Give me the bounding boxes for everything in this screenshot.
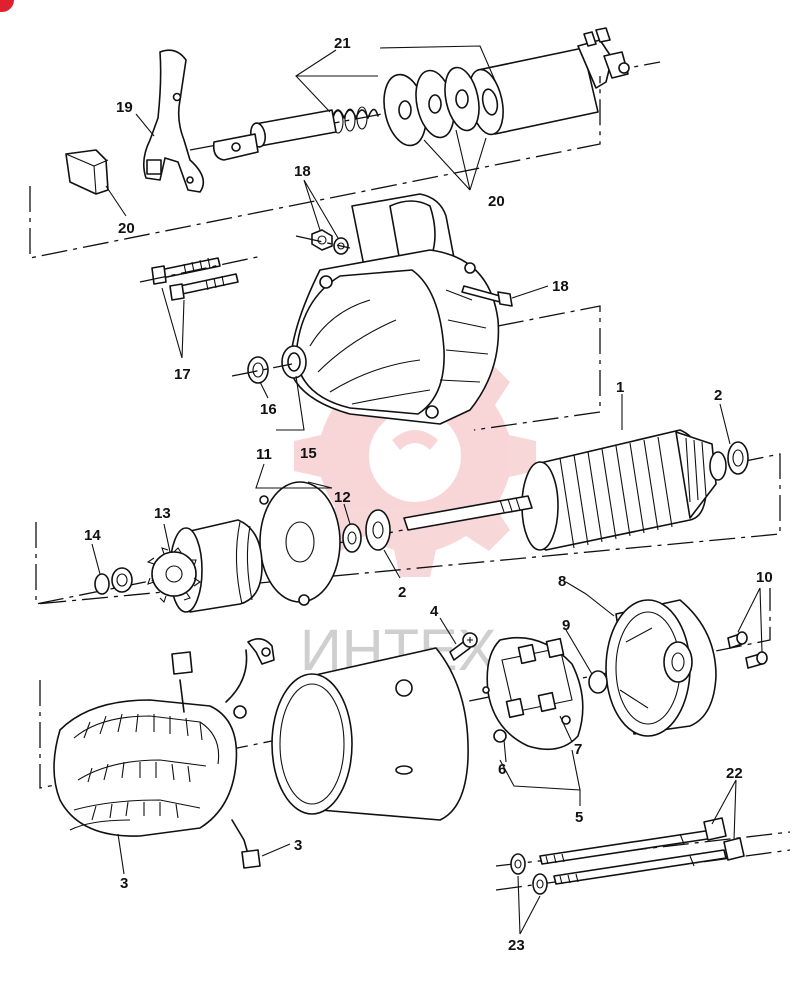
fork-lever: [142, 49, 205, 193]
callout-2-right: 2: [714, 387, 722, 404]
leader-lines: [91, 45, 763, 935]
armature-row: [35, 429, 781, 613]
housing-row: [39, 588, 771, 869]
callout-6: 6: [498, 761, 506, 778]
bolts-17: [139, 255, 263, 301]
callout-3-coils: 3: [120, 875, 128, 892]
callout-13: 13: [154, 505, 171, 522]
callout-15: 15: [300, 445, 317, 462]
callout-9: 9: [562, 617, 570, 634]
drive-end-housing: [231, 193, 500, 425]
callout-14: 14: [84, 527, 101, 544]
solenoid-assembly: [189, 27, 661, 161]
callout-1: 1: [616, 379, 624, 396]
callout-5: 5: [575, 809, 583, 826]
callout-21: 21: [334, 35, 351, 52]
callout-10: 10: [756, 569, 773, 586]
callout-8: 8: [558, 573, 566, 590]
callout-16: 16: [260, 401, 277, 418]
nuts-18: [295, 229, 351, 255]
callout-19: 19: [116, 99, 133, 116]
fork-pad: [65, 149, 109, 195]
through-bolt-18: [461, 285, 513, 307]
callout-3-terminal: 3: [294, 837, 302, 854]
callout-17: 17: [174, 366, 191, 383]
callout-7: 7: [574, 741, 582, 758]
callout-labels: 21 19 20 20 18 18 17 16 15 11 1 2 12 2 1…: [84, 35, 773, 954]
callout-18-nuts: 18: [294, 163, 311, 180]
callout-4: 4: [430, 603, 439, 620]
callout-2-lower: 2: [398, 584, 406, 601]
callout-23: 23: [508, 937, 525, 954]
callout-18-bolt: 18: [552, 278, 569, 295]
callout-11: 11: [256, 446, 272, 463]
tie-bolts: [495, 817, 791, 895]
callout-20-left: 20: [118, 220, 135, 237]
callout-22: 22: [726, 765, 743, 782]
callout-20-top: 20: [488, 193, 505, 210]
callout-12: 12: [334, 489, 351, 506]
